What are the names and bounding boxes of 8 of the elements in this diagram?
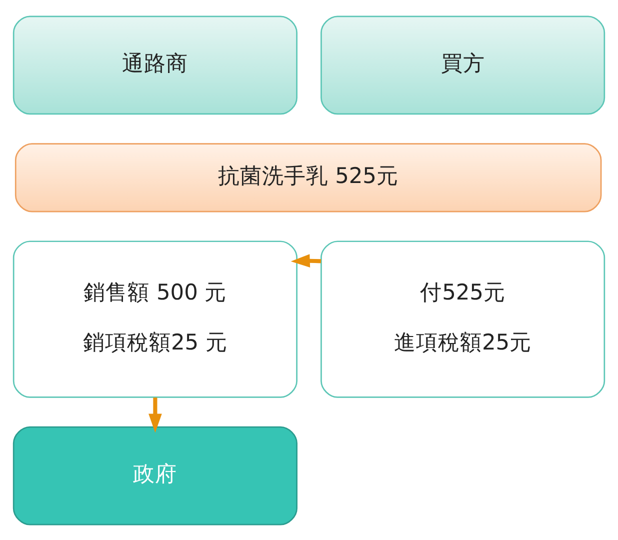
node-box: 通路商 <box>12 15 298 114</box>
arrow <box>290 254 322 267</box>
node-box: 抗菌洗手乳 525元 <box>14 142 602 212</box>
node-box: 銷售額 500 元 銷項稅額25 元 <box>12 240 298 398</box>
node-box: 付525元 進項稅額25元 <box>320 240 606 398</box>
arrow <box>148 397 162 432</box>
node-box: 買方 <box>320 15 606 114</box>
node-box: 政府 <box>12 426 298 525</box>
